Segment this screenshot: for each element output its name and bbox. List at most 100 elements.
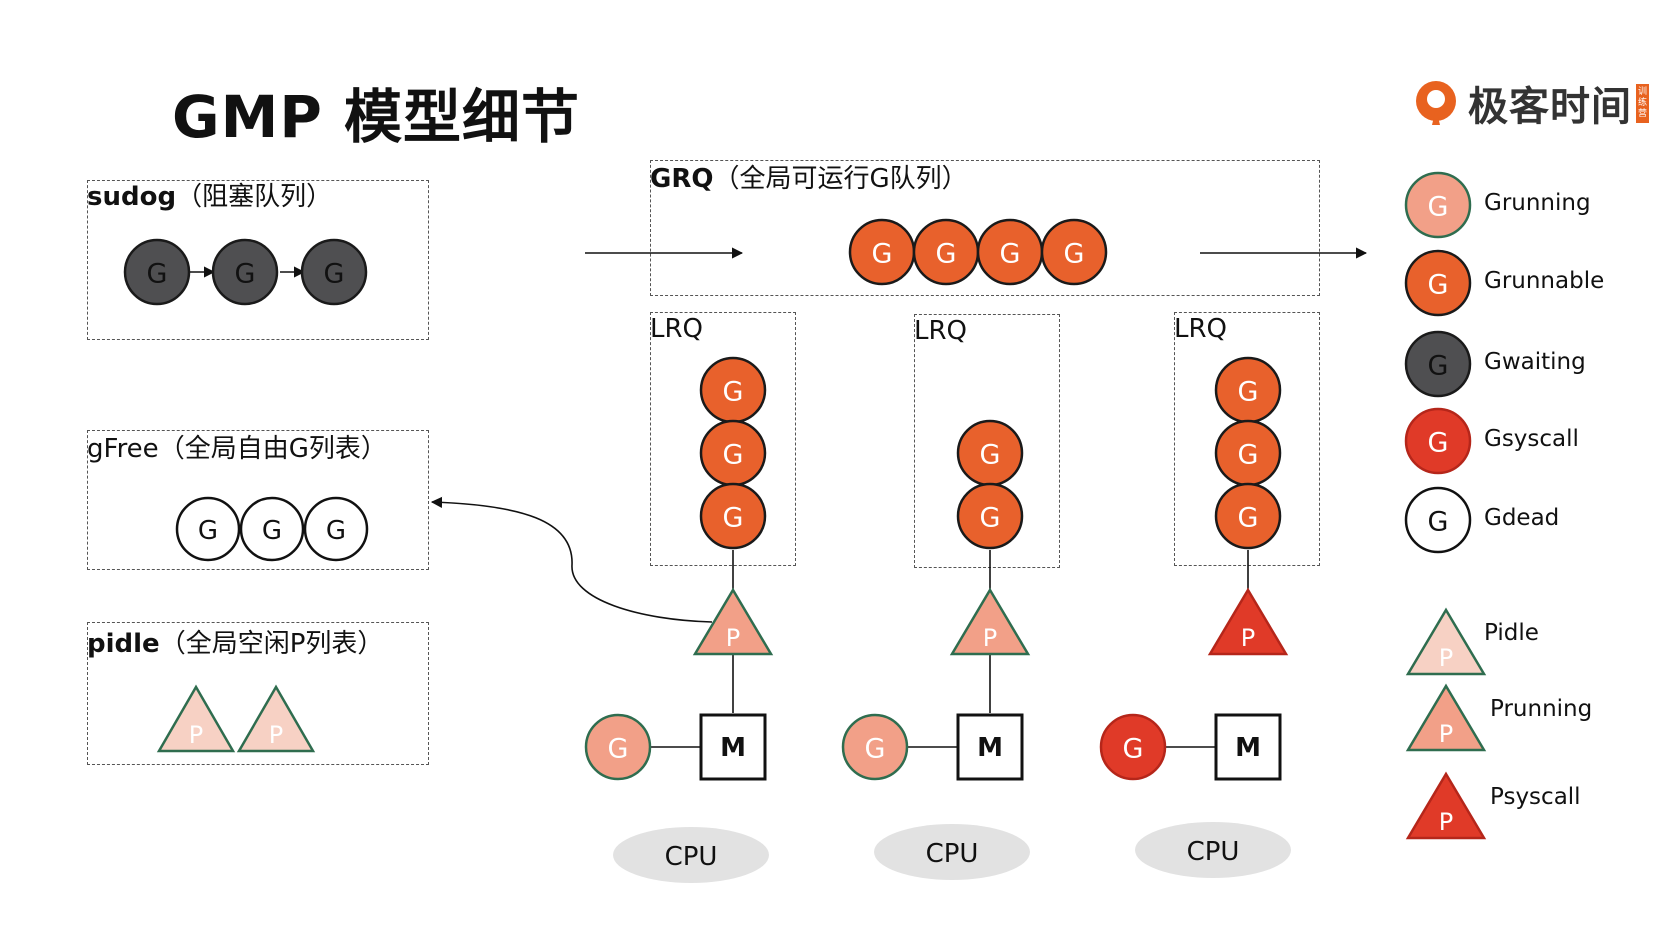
g-letter: G	[1238, 503, 1259, 534]
m-box	[1214, 713, 1282, 781]
p-1: P	[692, 587, 774, 656]
g-circle	[1404, 486, 1472, 554]
g-letter: G	[1428, 428, 1449, 459]
g-letter: G	[723, 440, 744, 471]
m-letter: M	[1235, 733, 1261, 763]
g-circle	[841, 713, 909, 781]
g-letter: G	[723, 377, 744, 408]
cpu-label: CPU	[926, 839, 979, 869]
gfree-label-sub: （全局自由G列表）	[158, 434, 387, 464]
g-letter: G	[723, 503, 744, 534]
lrq-label-1: LRQ	[650, 314, 704, 344]
p-letter: P	[983, 624, 997, 652]
pidle-box	[87, 622, 429, 765]
lrq-box-3	[1174, 312, 1320, 566]
g-letter: G	[1238, 440, 1259, 471]
cpu-ellipse	[613, 827, 769, 883]
p-triangle	[236, 684, 316, 753]
legend-gwaiting: G	[1404, 330, 1472, 398]
cpu-ellipse	[1135, 822, 1291, 878]
g-circle	[1404, 330, 1472, 398]
g-circle	[211, 238, 279, 306]
g-letter: G	[1123, 734, 1144, 765]
lrq3-g-2: G	[1214, 419, 1282, 487]
g-circle	[584, 713, 652, 781]
sudog-label-main: sudog	[87, 182, 177, 212]
lrq-label-2: LRQ	[914, 316, 968, 346]
g-circle	[1404, 171, 1472, 239]
g-letter: G	[147, 259, 168, 290]
p-triangle	[1405, 607, 1487, 676]
brand-tag: 训练营	[1636, 83, 1649, 123]
p-triangle	[692, 587, 774, 656]
m-letter: M	[977, 733, 1003, 763]
brand-name: 极客时间	[1468, 84, 1632, 130]
pidle-label-main: pidle	[87, 629, 160, 659]
g-letter: G	[1064, 239, 1085, 270]
pidle-label: pidle（全局空闲P列表）	[87, 623, 383, 660]
m-box	[699, 713, 767, 781]
p-3: P	[1207, 587, 1289, 656]
m2-g: G	[841, 713, 909, 781]
grq-box	[650, 160, 1320, 296]
legend-label-prunning: Prunning	[1490, 696, 1593, 722]
lrq1-g-2: G	[699, 419, 767, 487]
p-triangle	[1405, 683, 1487, 752]
lrq1-g-3: G	[699, 482, 767, 550]
grq-g-1: G	[848, 218, 916, 286]
g-letter: G	[1428, 351, 1449, 382]
p-triangle	[156, 684, 236, 753]
m-2: M	[956, 713, 1024, 781]
cpu-3: CPU	[1135, 822, 1291, 878]
g-letter: G	[198, 516, 218, 546]
legend-grunning: G	[1404, 171, 1472, 239]
sudog-g-3: G	[300, 238, 368, 306]
g-letter: G	[865, 734, 886, 765]
cpu-label: CPU	[665, 842, 718, 872]
m-1: M	[699, 713, 767, 781]
lrq2-g-1: G	[956, 419, 1024, 487]
grq-g-2: G	[912, 218, 980, 286]
g-letter: G	[1000, 239, 1021, 270]
g-letter: G	[235, 259, 256, 290]
cpu-ellipse	[874, 824, 1030, 880]
m-box	[956, 713, 1024, 781]
g-letter: G	[262, 516, 282, 546]
legend-pidle: P	[1405, 607, 1487, 676]
g-circle	[1214, 482, 1282, 550]
p-letter: P	[1439, 720, 1453, 748]
legend-label-gdead: Gdead	[1484, 505, 1560, 531]
p-2: P	[949, 587, 1031, 656]
grq-label-main: GRQ	[650, 164, 714, 194]
sudog-label-sub: （阻塞队列）	[176, 182, 333, 212]
m1-g: G	[584, 713, 652, 781]
g-letter: G	[1428, 270, 1449, 301]
p-letter: P	[1241, 624, 1255, 652]
g-circle	[1404, 407, 1472, 475]
pidle-p-2: P	[236, 684, 316, 753]
grq-g-3: G	[976, 218, 1044, 286]
g-circle	[300, 238, 368, 306]
g-letter: G	[608, 734, 629, 765]
lrq-box-2	[914, 314, 1060, 568]
g-letter: G	[980, 440, 1001, 471]
legend-label-gsyscall: Gsyscall	[1484, 426, 1579, 452]
legend-psyscall: P	[1405, 771, 1487, 840]
gfree-label-main: gFree	[87, 434, 159, 464]
g-letter: G	[324, 259, 345, 290]
p-letter: P	[1439, 644, 1453, 672]
p-letter: P	[1439, 808, 1453, 836]
logo-icon	[1416, 81, 1456, 125]
brand-logo: 极客时间 训练营	[1410, 74, 1649, 132]
p-letter: P	[189, 721, 203, 749]
p-triangle	[1405, 771, 1487, 840]
grq-label: GRQ（全局可运行G队列）	[650, 158, 968, 195]
m3-g: G	[1099, 713, 1167, 781]
p-triangle	[1207, 587, 1289, 656]
legend-prunning: P	[1405, 683, 1487, 752]
lrq2-g-2: G	[956, 482, 1024, 550]
gfree-g-3: G	[303, 496, 369, 562]
legend-label-grunning: Grunning	[1484, 190, 1591, 216]
sudog-g-2: G	[211, 238, 279, 306]
